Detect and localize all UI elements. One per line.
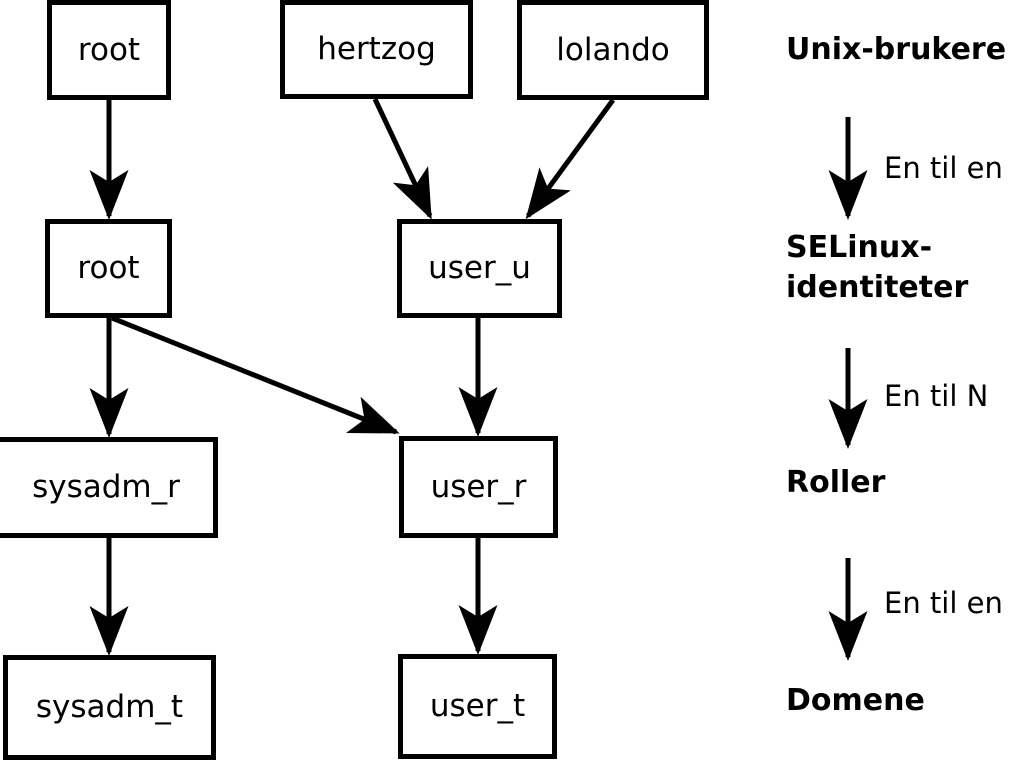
legend-level-domene: Domene — [786, 683, 925, 718]
node-user_t[interactable]: user_t — [398, 654, 557, 759]
legend-transition-label-roles-to-domain: En til en — [884, 586, 1003, 620]
legend-transition-label-identity-to-roles: En til N — [884, 379, 989, 413]
node-lolando[interactable]: lolando — [517, 0, 709, 100]
node-label: lolando — [556, 31, 670, 68]
node-label: sysadm_r — [32, 469, 180, 505]
graph-edges — [89, 97, 616, 657]
node-label: user_t — [429, 688, 526, 724]
node-hertzog[interactable]: hertzog — [280, 0, 473, 99]
node-sysadm_r[interactable]: sysadm_r — [0, 437, 218, 538]
node-label: hertzog — [317, 31, 436, 67]
legend-level-roller: Roller — [786, 465, 886, 500]
node-label: user_u — [428, 250, 531, 286]
node-sysadm_t[interactable]: sysadm_t — [3, 655, 216, 760]
legend-transition-label-unix-to-identity: En til en — [884, 151, 1003, 185]
node-unix_root[interactable]: root — [47, 0, 171, 100]
legend-level-unix-brukere: Unix-brukere — [786, 32, 1007, 67]
node-user_u[interactable]: user_u — [397, 219, 562, 318]
node-user_r[interactable]: user_r — [399, 436, 558, 538]
node-label: root — [77, 31, 141, 68]
edge-lolando-to-user_u — [525, 98, 616, 220]
edge-hertzog-to-user_u — [372, 97, 433, 220]
node-sel_root[interactable]: root — [45, 219, 172, 318]
node-label: root — [77, 250, 140, 286]
edge-sel_root-to-user_r — [111, 315, 400, 435]
node-label: user_r — [430, 468, 527, 505]
node-label: sysadm_t — [35, 689, 184, 725]
legend-level-selinux-identiteter: SELinux- identiteter — [786, 230, 969, 305]
